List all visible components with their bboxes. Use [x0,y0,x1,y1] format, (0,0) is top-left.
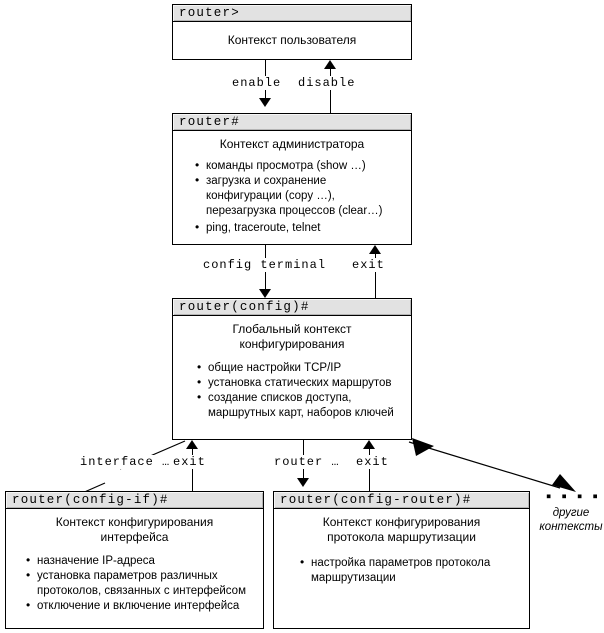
edge-exit-if-arrowhead [186,440,198,449]
context-body-global-config: Глобальный контекст конфигурирования общ… [173,316,411,421]
context-box-user[interactable]: router> Контекст пользователя [172,4,412,60]
context-bullets-config-if: назначение IP-адреса установка параметро… [6,553,263,614]
context-bullets-config-router: настройка параметров протокола маршрутиз… [274,555,529,586]
context-bullets-admin: команды просмотра (show …) загрузка и со… [173,158,411,236]
prompt-config-router: router(config-router)# [274,492,529,509]
other-contexts-dots: ▪ ▪ ▪ ▪ ▪ ▪ [546,488,604,505]
list-item: ping, traceroute, telnet [195,220,403,236]
context-box-config-router[interactable]: router(config-router)# Контекст конфигур… [273,491,530,629]
context-box-admin[interactable]: router# Контекст администратора команды … [172,113,412,245]
context-title-global-config: Глобальный контекст конфигурирования [232,322,352,351]
edge-enable-arrowhead [259,98,271,107]
edge-label-exit-if: exit [173,455,206,469]
edge-label-router: router … [274,455,340,469]
edge-other-contexts-line [408,438,576,492]
edge-exit-router-arrowhead [363,440,375,449]
prompt-user: router> [173,5,411,22]
edge-router-arrowhead [297,478,309,487]
list-item: команды просмотра (show …) [195,158,403,174]
other-contexts-line2: контексты [539,521,603,533]
edge-label-exit-admin: exit [352,258,385,272]
edge-exit-if-line [192,449,193,491]
context-body-user: Контекст пользователя [173,22,411,48]
context-body-config-if: Контекст конфигурирования интерфейса наз… [6,509,263,614]
context-bullets-global-config: общие настройки TCP/IP установка статиче… [173,360,411,421]
list-item: отключение и включение интерфейса [26,598,255,614]
edge-exit-router-line [369,449,370,491]
list-item: установка статических маршрутов [197,375,403,391]
edge-label-interface: interface … [80,455,171,469]
context-title-config-router: Контекст конфигурирования протокола марш… [322,515,481,544]
context-box-config-if[interactable]: router(config-if)# Контекст конфигуриров… [5,491,264,629]
edge-label-exit-router: exit [356,455,389,469]
other-contexts-line1: другие [552,507,590,519]
prompt-admin: router# [173,114,411,131]
list-item: назначение IP-адреса [26,553,255,569]
other-contexts-label: другие контексты [538,506,604,534]
edge-exit-admin-arrowhead [369,245,381,254]
context-body-admin: Контекст администратора команды просмотр… [173,131,411,236]
context-title-config-if: Контекст конфигурирования интерфейса [55,515,214,544]
edge-label-disable: disable [298,76,356,90]
edge-disable-line [330,69,331,113]
edge-label-enable: enable [232,76,282,90]
edge-config-terminal-arrowhead [259,289,271,298]
context-body-config-router: Контекст конфигурирования протокола марш… [274,509,529,586]
edge-exit-admin-line [375,254,376,298]
list-item: загрузка и сохранение конфигурации (copy… [195,173,403,219]
context-title-admin: Контекст администратора [219,137,365,151]
list-item: создание списков доступа, маршрутных кар… [197,390,403,421]
list-item: общие настройки TCP/IP [197,360,403,376]
context-box-global-config[interactable]: router(config)# Глобальный контекст конф… [172,298,412,440]
list-item: установка параметров различных протоколо… [26,568,255,599]
prompt-global-config: router(config)# [173,299,411,316]
context-title-user: Контекст пользователя [227,33,357,47]
edge-disable-arrowhead [324,60,336,69]
prompt-config-if: router(config-if)# [6,492,263,509]
list-item: настройка параметров протокола маршрутиз… [300,555,521,586]
edge-label-config-terminal: config terminal [203,258,327,272]
